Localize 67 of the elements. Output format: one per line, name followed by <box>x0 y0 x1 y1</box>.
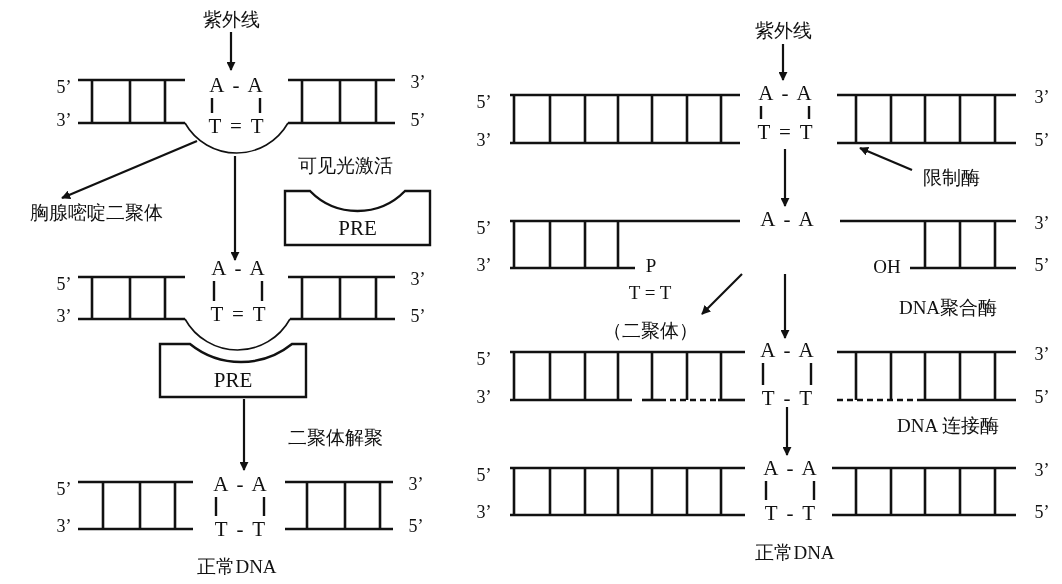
strand-end-label: 3’ <box>1034 461 1050 479</box>
base-pair-label: A - A <box>760 339 814 361</box>
base-pair-label: A - A <box>763 457 817 479</box>
strand-end-label: 3’ <box>476 388 492 406</box>
end-group-label: OH <box>873 256 901 276</box>
edge-label: 二聚体解聚 <box>285 426 385 448</box>
strand-end-label: 5’ <box>1034 388 1050 406</box>
arrow <box>780 274 790 339</box>
base-pair-label: T = T <box>757 121 813 143</box>
arrow <box>778 44 788 81</box>
caption-text: 正常DNA <box>197 556 277 576</box>
arrow <box>782 407 792 456</box>
base-pair-label: T - T <box>764 502 816 524</box>
arrow <box>226 32 236 71</box>
strand-end-label: 3’ <box>476 131 492 149</box>
strand-end-label: 3’ <box>56 111 72 129</box>
base-pair-label: A - A <box>209 74 263 96</box>
strand-end-label: 3’ <box>410 73 426 91</box>
enzyme-label: PRE <box>338 217 377 239</box>
enzyme-label: PRE <box>213 369 253 391</box>
annotation-text: DNA 连接酶 <box>897 415 999 435</box>
arrow <box>859 147 913 171</box>
strand-end-label: 3’ <box>476 256 492 274</box>
arrow <box>61 140 198 199</box>
arrow <box>230 156 240 261</box>
base-pair-label: T - T <box>761 387 813 409</box>
arrow <box>701 273 743 315</box>
strand-end-label: 3’ <box>1034 88 1050 106</box>
strand-end-label: 5’ <box>410 111 426 129</box>
strand-end-label: 5’ <box>408 517 424 535</box>
base-pair-label: T = T <box>210 303 266 325</box>
strand-end-label: 5’ <box>56 275 72 293</box>
arrow <box>239 399 249 471</box>
strand-end-label: 3’ <box>410 270 426 288</box>
end-group-label: P <box>645 255 657 275</box>
annotation-text: 紫外线 <box>202 9 260 29</box>
base-pair-label: A - A <box>213 473 267 495</box>
strand-end-label: 3’ <box>56 307 72 325</box>
annotation-text: 限制酶 <box>922 167 980 187</box>
strand-end-label: 5’ <box>410 307 426 325</box>
strand-end-label: 5’ <box>1034 131 1050 149</box>
arrow <box>780 149 790 207</box>
strand-end-label: 5’ <box>56 480 72 498</box>
strand-end-label: 3’ <box>1034 214 1050 232</box>
strand-end-label: 3’ <box>476 503 492 521</box>
strand-end-label: 5’ <box>56 78 72 96</box>
annotation-text: T = T <box>628 282 672 302</box>
base-pair-label: A - A <box>758 82 812 104</box>
strand-end-label: 5’ <box>476 93 492 111</box>
base-pair-label: A - A <box>760 208 814 230</box>
base-pair-label: T = T <box>208 115 264 137</box>
strand-end-label: 3’ <box>56 517 72 535</box>
strand-end-label: 5’ <box>476 466 492 484</box>
annotation-text: 紫外线 <box>754 20 812 40</box>
strand-end-label: 5’ <box>476 350 492 368</box>
strand-end-label: 3’ <box>1034 345 1050 363</box>
strand-end-label: 5’ <box>476 219 492 237</box>
base-pair-label: T - T <box>214 518 266 540</box>
annotation-text: 胸腺嘧啶二聚体 <box>29 202 163 222</box>
strand-end-label: 5’ <box>1034 503 1050 521</box>
base-pair-label: A - A <box>211 257 265 279</box>
strand-end-label: 3’ <box>408 475 424 493</box>
annotation-text: DNA聚合酶 <box>898 297 998 317</box>
annotation-text: 可见光激活 <box>297 155 393 175</box>
annotation-text: （二聚体） <box>602 320 698 340</box>
strand-end-label: 5’ <box>1034 256 1050 274</box>
caption-text: 正常DNA <box>755 542 835 562</box>
